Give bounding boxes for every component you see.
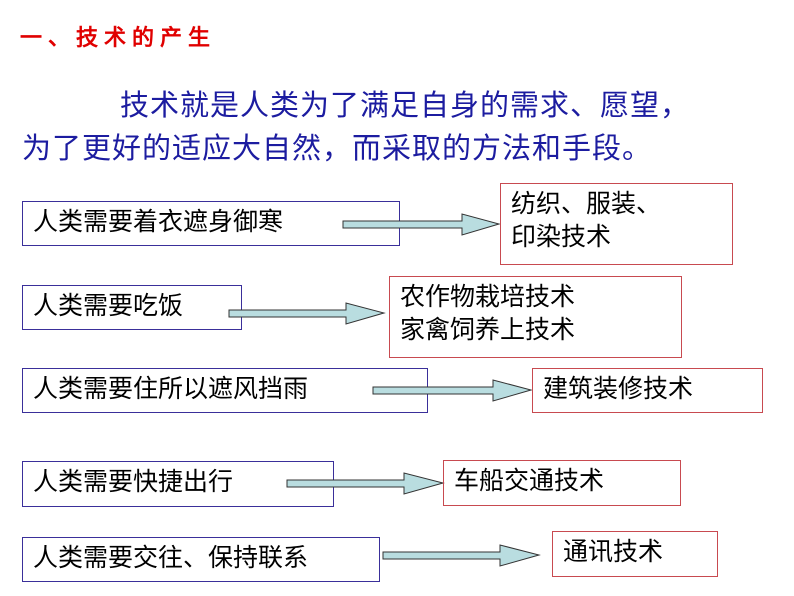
tech-box-agriculture: 农作物栽培技术家禽饲养上技术 — [389, 276, 682, 358]
arrow-icon — [372, 379, 533, 402]
need-box-clothing: 人类需要着衣遮身御寒 — [22, 201, 400, 246]
tech-line: 纺织、服装、 — [511, 189, 662, 218]
need-box-food: 人类需要吃饭 — [22, 285, 242, 330]
tech-box-textile: 纺织、服装、印染技术 — [500, 183, 733, 265]
arrow-icon — [382, 544, 541, 567]
arrow-icon — [228, 302, 386, 325]
tech-line: 通讯技术 — [563, 537, 664, 566]
need-box-shelter: 人类需要住所以遮风挡雨 — [22, 368, 428, 413]
need-label: 人类需要着衣遮身御寒 — [33, 207, 284, 236]
arrow-icon — [342, 213, 501, 236]
tech-line: 印染技术 — [511, 222, 612, 251]
need-box-communication: 人类需要交往、保持联系 — [22, 537, 380, 582]
definition-line-1: 技术就是人类为了满足自身的需求、愿望， — [120, 88, 691, 122]
definition-line-2: 为了更好的适应大自然，而采取的方法和手段。 — [22, 131, 653, 165]
arrow-icon — [286, 472, 445, 495]
tech-box-transport: 车船交通技术 — [443, 460, 681, 506]
tech-line: 家禽饲养上技术 — [400, 315, 576, 344]
need-label: 人类需要住所以遮风挡雨 — [33, 374, 309, 403]
need-box-travel: 人类需要快捷出行 — [22, 461, 334, 507]
tech-box-telecom: 通讯技术 — [552, 531, 718, 577]
need-label: 人类需要快捷出行 — [33, 467, 234, 496]
need-label: 人类需要吃饭 — [33, 291, 184, 320]
tech-line: 农作物栽培技术 — [400, 282, 576, 311]
tech-line: 车船交通技术 — [454, 466, 605, 495]
section-heading: 一、技术的产生 — [20, 25, 217, 51]
tech-box-architecture: 建筑装修技术 — [532, 368, 763, 413]
need-label: 人类需要交往、保持联系 — [33, 543, 309, 572]
tech-line: 建筑装修技术 — [543, 374, 694, 403]
